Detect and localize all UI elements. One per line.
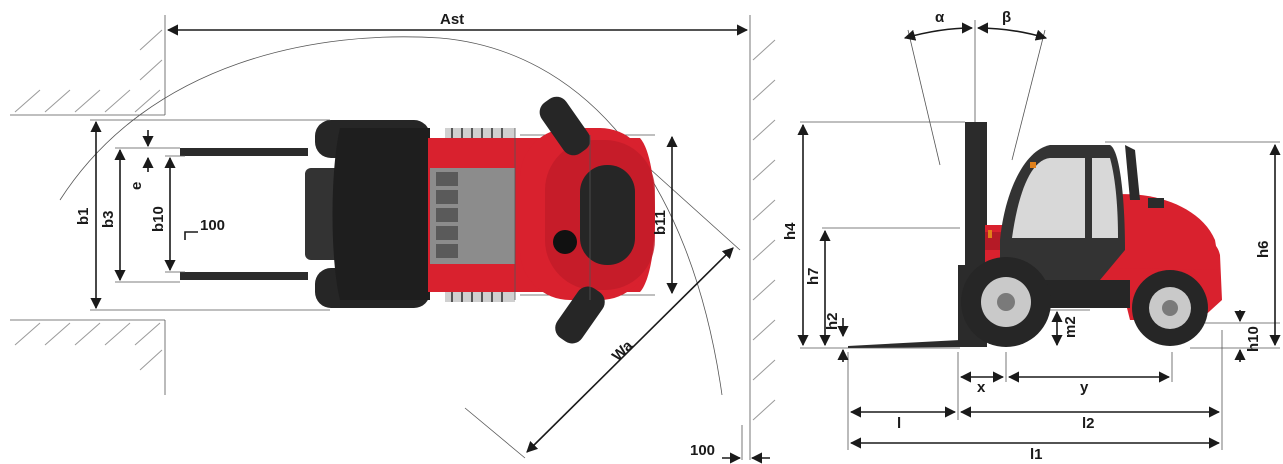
front-wheel xyxy=(961,257,1051,347)
label-h6: h6 xyxy=(1255,240,1272,258)
label-b3: b3 xyxy=(100,210,117,228)
wa-dimension xyxy=(526,247,734,453)
label-h2: h2 xyxy=(824,312,841,330)
aisle-walls xyxy=(10,15,776,460)
label-b1: b1 xyxy=(75,207,92,225)
label-b10: b10 xyxy=(150,206,167,232)
label-e: e xyxy=(128,182,145,190)
label-beta: β xyxy=(1002,9,1011,26)
side-view: α β h4 h7 h2 m2 h6 h10 x y l l2 l1 xyxy=(782,9,1281,463)
label-y: y xyxy=(1080,379,1089,396)
label-fork-tip: 100 xyxy=(200,217,225,234)
label-l2: l2 xyxy=(1082,415,1095,432)
top-view: Ast b1 b3 b10 e b11 Wa 100 100 xyxy=(10,11,776,464)
label-m2: m2 xyxy=(1062,316,1079,338)
rear-wheel xyxy=(1132,270,1208,346)
beta-arc xyxy=(976,22,1048,41)
label-alpha: α xyxy=(935,9,945,26)
clearance-marker xyxy=(722,425,770,464)
label-ast: Ast xyxy=(440,11,464,28)
label-b11: b11 xyxy=(652,210,669,235)
label-l1: l1 xyxy=(1030,446,1043,463)
label-l: l xyxy=(897,415,901,432)
top-forks xyxy=(180,148,308,280)
fork-tip-marker xyxy=(184,231,198,240)
label-wa: Wa xyxy=(609,337,637,365)
label-clearance: 100 xyxy=(690,442,715,459)
label-x: x xyxy=(977,379,986,396)
label-h10: h10 xyxy=(1245,326,1262,352)
label-h4: h4 xyxy=(782,222,799,240)
label-h7: h7 xyxy=(805,267,822,285)
wall-hatching xyxy=(14,29,776,421)
alpha-arc xyxy=(903,22,974,41)
top-machine xyxy=(305,96,655,344)
side-machine xyxy=(848,122,1222,348)
